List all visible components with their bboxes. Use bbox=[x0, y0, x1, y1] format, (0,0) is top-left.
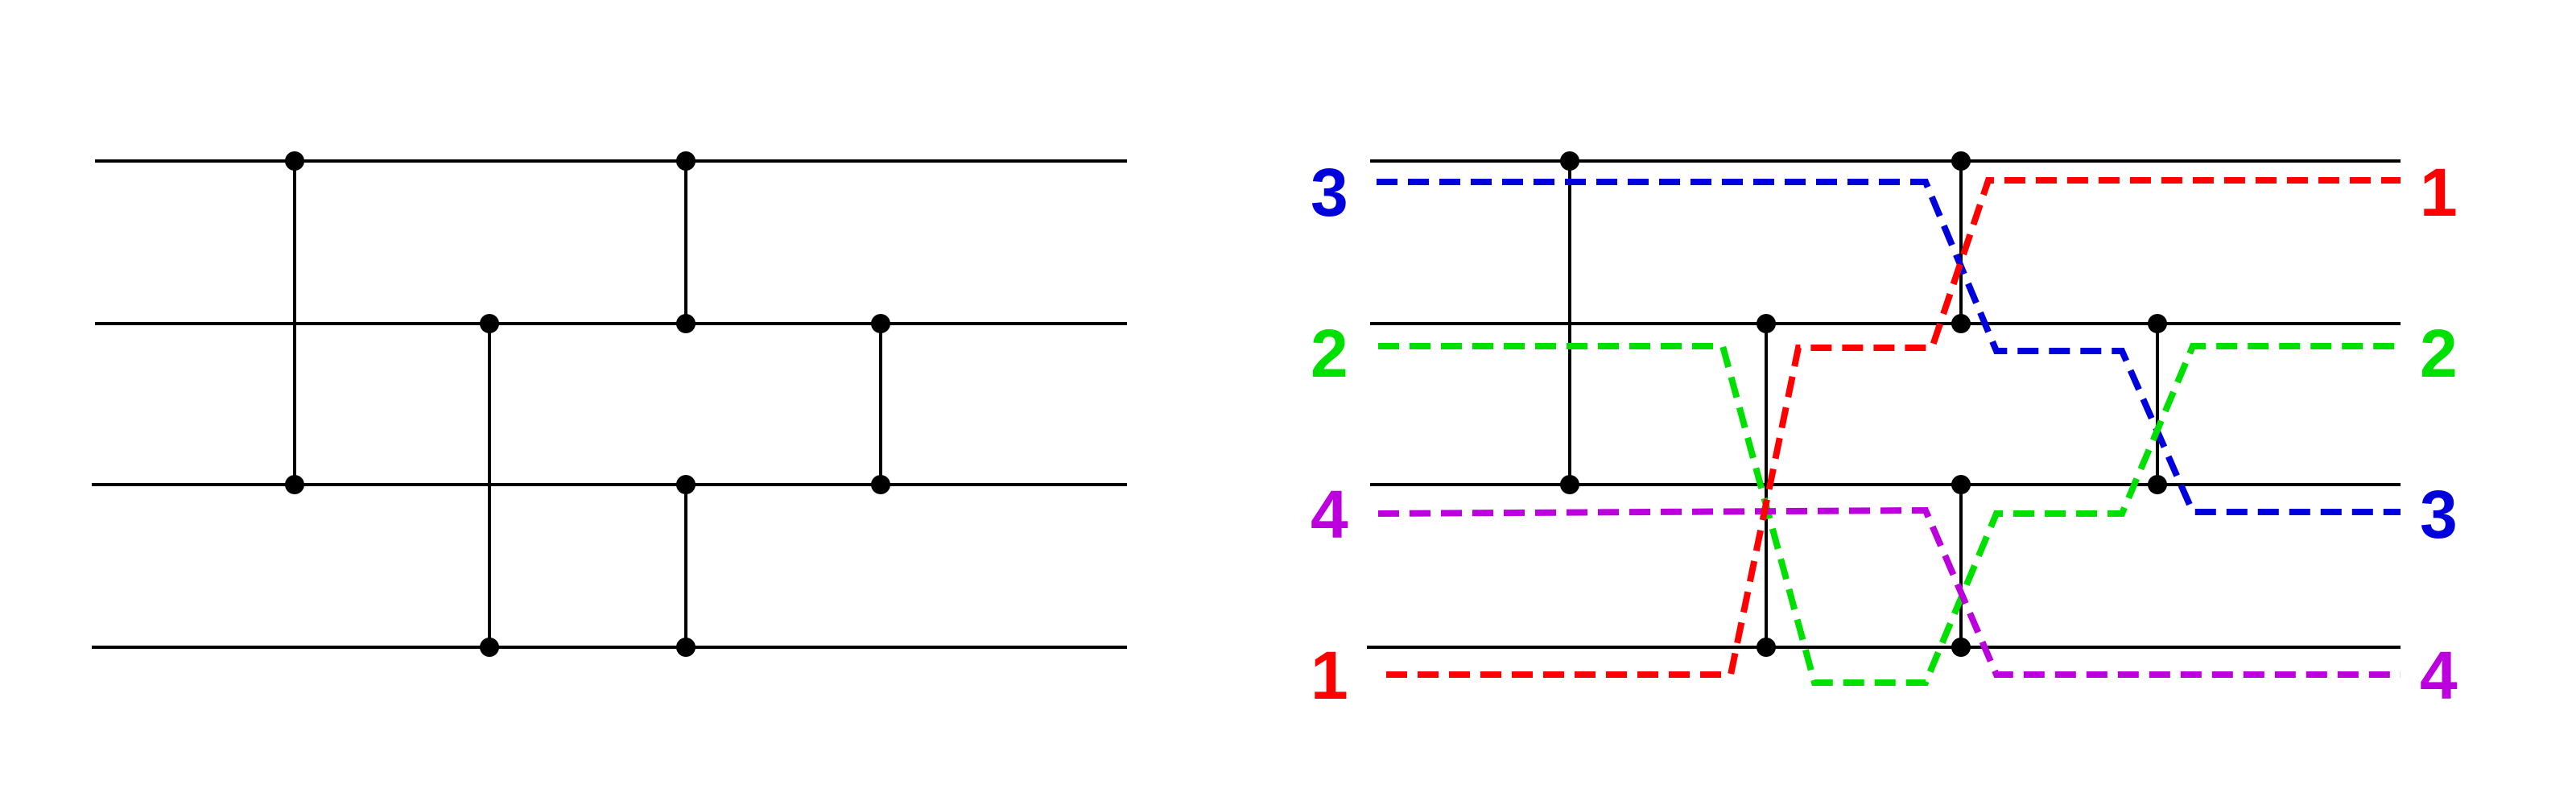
left-comparator-3-4 bbox=[676, 475, 696, 657]
comparator-node bbox=[480, 314, 499, 333]
right-comparator-1-2 bbox=[1951, 151, 1971, 333]
comparator-node bbox=[1560, 151, 1579, 171]
input-label-wire-4: 1 bbox=[1311, 638, 1348, 713]
comparator-node bbox=[676, 475, 696, 494]
output-label-wire-1: 1 bbox=[2420, 155, 2458, 230]
output-label-wire-2: 2 bbox=[2420, 316, 2458, 391]
right-sorting-network: 3 2 4 1 1 2 3 4 bbox=[1311, 151, 2458, 713]
comparator-node bbox=[1951, 638, 1971, 657]
input-label-wire-3: 4 bbox=[1311, 477, 1348, 552]
trace-value-4 bbox=[1377, 506, 2401, 678]
left-comparator-1-3 bbox=[285, 151, 304, 494]
comparator-node bbox=[285, 475, 304, 494]
output-label-wire-4: 4 bbox=[2420, 638, 2458, 713]
left-sorting-network bbox=[92, 151, 1127, 657]
comparator-node bbox=[1951, 151, 1971, 171]
output-label-wire-3: 3 bbox=[2420, 477, 2458, 552]
left-comparator-2-3 bbox=[871, 314, 890, 494]
comparator-node bbox=[871, 314, 890, 333]
right-comparator-3-4 bbox=[1951, 475, 1971, 657]
comparator-node bbox=[676, 151, 696, 171]
input-label-wire-1: 3 bbox=[1311, 155, 1348, 230]
comparator-node bbox=[285, 151, 304, 171]
input-label-wire-2: 2 bbox=[1311, 316, 1348, 391]
comparator-node bbox=[1757, 314, 1776, 333]
left-comparator-2-4 bbox=[480, 314, 499, 657]
comparator-node bbox=[1951, 314, 1971, 333]
comparator-node bbox=[676, 314, 696, 333]
trace-value-3 bbox=[1377, 179, 2401, 515]
right-comparator-2-4 bbox=[1757, 314, 1776, 657]
trace-value-1 bbox=[1386, 177, 2401, 678]
right-comparator-2-3 bbox=[2148, 314, 2167, 494]
comparator-node bbox=[2148, 475, 2167, 494]
comparator-node bbox=[676, 638, 696, 657]
comparator-node bbox=[1757, 638, 1776, 657]
right-comparator-1-3 bbox=[1560, 151, 1579, 494]
comparator-node bbox=[1560, 475, 1579, 494]
comparator-node bbox=[871, 475, 890, 494]
comparator-node bbox=[480, 638, 499, 657]
left-comparator-1-2 bbox=[676, 151, 696, 333]
comparator-node bbox=[2148, 314, 2167, 333]
comparator-node bbox=[1951, 475, 1971, 494]
